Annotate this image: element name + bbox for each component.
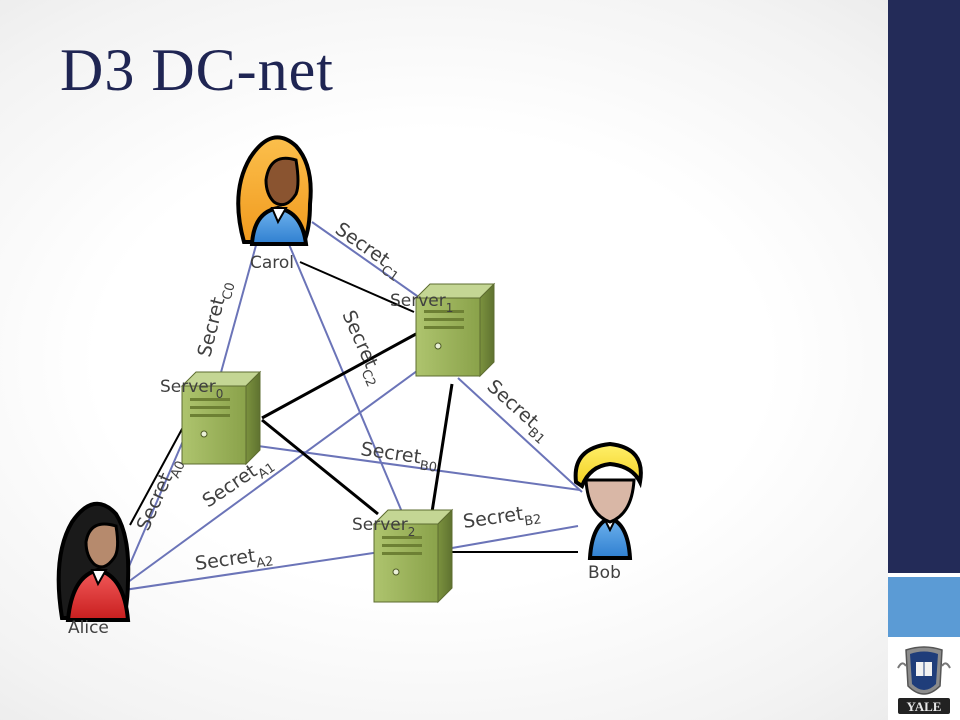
server-0 [180, 370, 262, 466]
yale-logo: YALE [897, 646, 951, 714]
link-carol-server2 [287, 241, 403, 513]
server-2 [372, 508, 454, 604]
server0-label: Server0 [160, 377, 223, 401]
logo-text: YALE [907, 699, 942, 714]
link-alice-server1 [123, 359, 433, 586]
alice-icon [56, 501, 131, 622]
link-bob-server2 [451, 525, 579, 549]
bob-label: Bob [588, 563, 621, 583]
secret-c2-label: SecretC2 [333, 307, 389, 389]
link-carol-server1-black [299, 261, 415, 313]
secret-a0-label: SecretA0 [132, 454, 188, 536]
link-bob-server0 [257, 445, 581, 491]
link-server0-server2 [261, 418, 379, 516]
secret-c0-label: SecretC0 [194, 278, 239, 360]
user-links [129, 261, 578, 553]
server-1 [414, 282, 496, 378]
link-server1-server2 [430, 383, 454, 513]
link-bob-server1 [457, 377, 583, 493]
link-carol-server1 [311, 221, 421, 299]
secret-c1-label: SecretC1 [328, 218, 407, 285]
link-alice-server2 [123, 551, 381, 591]
alice-label: Alice [68, 618, 109, 638]
link-server0-server1 [261, 332, 417, 420]
link-carol-server0 [219, 237, 259, 377]
bob-icon [573, 441, 643, 560]
server2-label: Server2 [352, 515, 415, 539]
dc-net-diagram: Carol Alice Bob Server0 Server1 Server2 … [56, 135, 643, 638]
server1-label: Server1 [390, 291, 453, 315]
secret-b2-label: SecretB2 [462, 500, 543, 538]
carol-icon [236, 135, 313, 246]
server-links [261, 332, 454, 516]
secret-links [123, 221, 583, 591]
secret-b1-label: SecretB1 [479, 375, 555, 447]
sidebar-dark-band [888, 0, 960, 573]
secret-b0-label: SecretB0 [359, 438, 440, 476]
link-alice-server0-black [129, 417, 189, 526]
sidebar-accent-band [888, 577, 960, 637]
carol-label: Carol [250, 253, 294, 273]
sidebar: YALE [888, 0, 960, 720]
slide-title: D3 DC-net [60, 37, 334, 103]
link-alice-server0 [123, 419, 193, 579]
